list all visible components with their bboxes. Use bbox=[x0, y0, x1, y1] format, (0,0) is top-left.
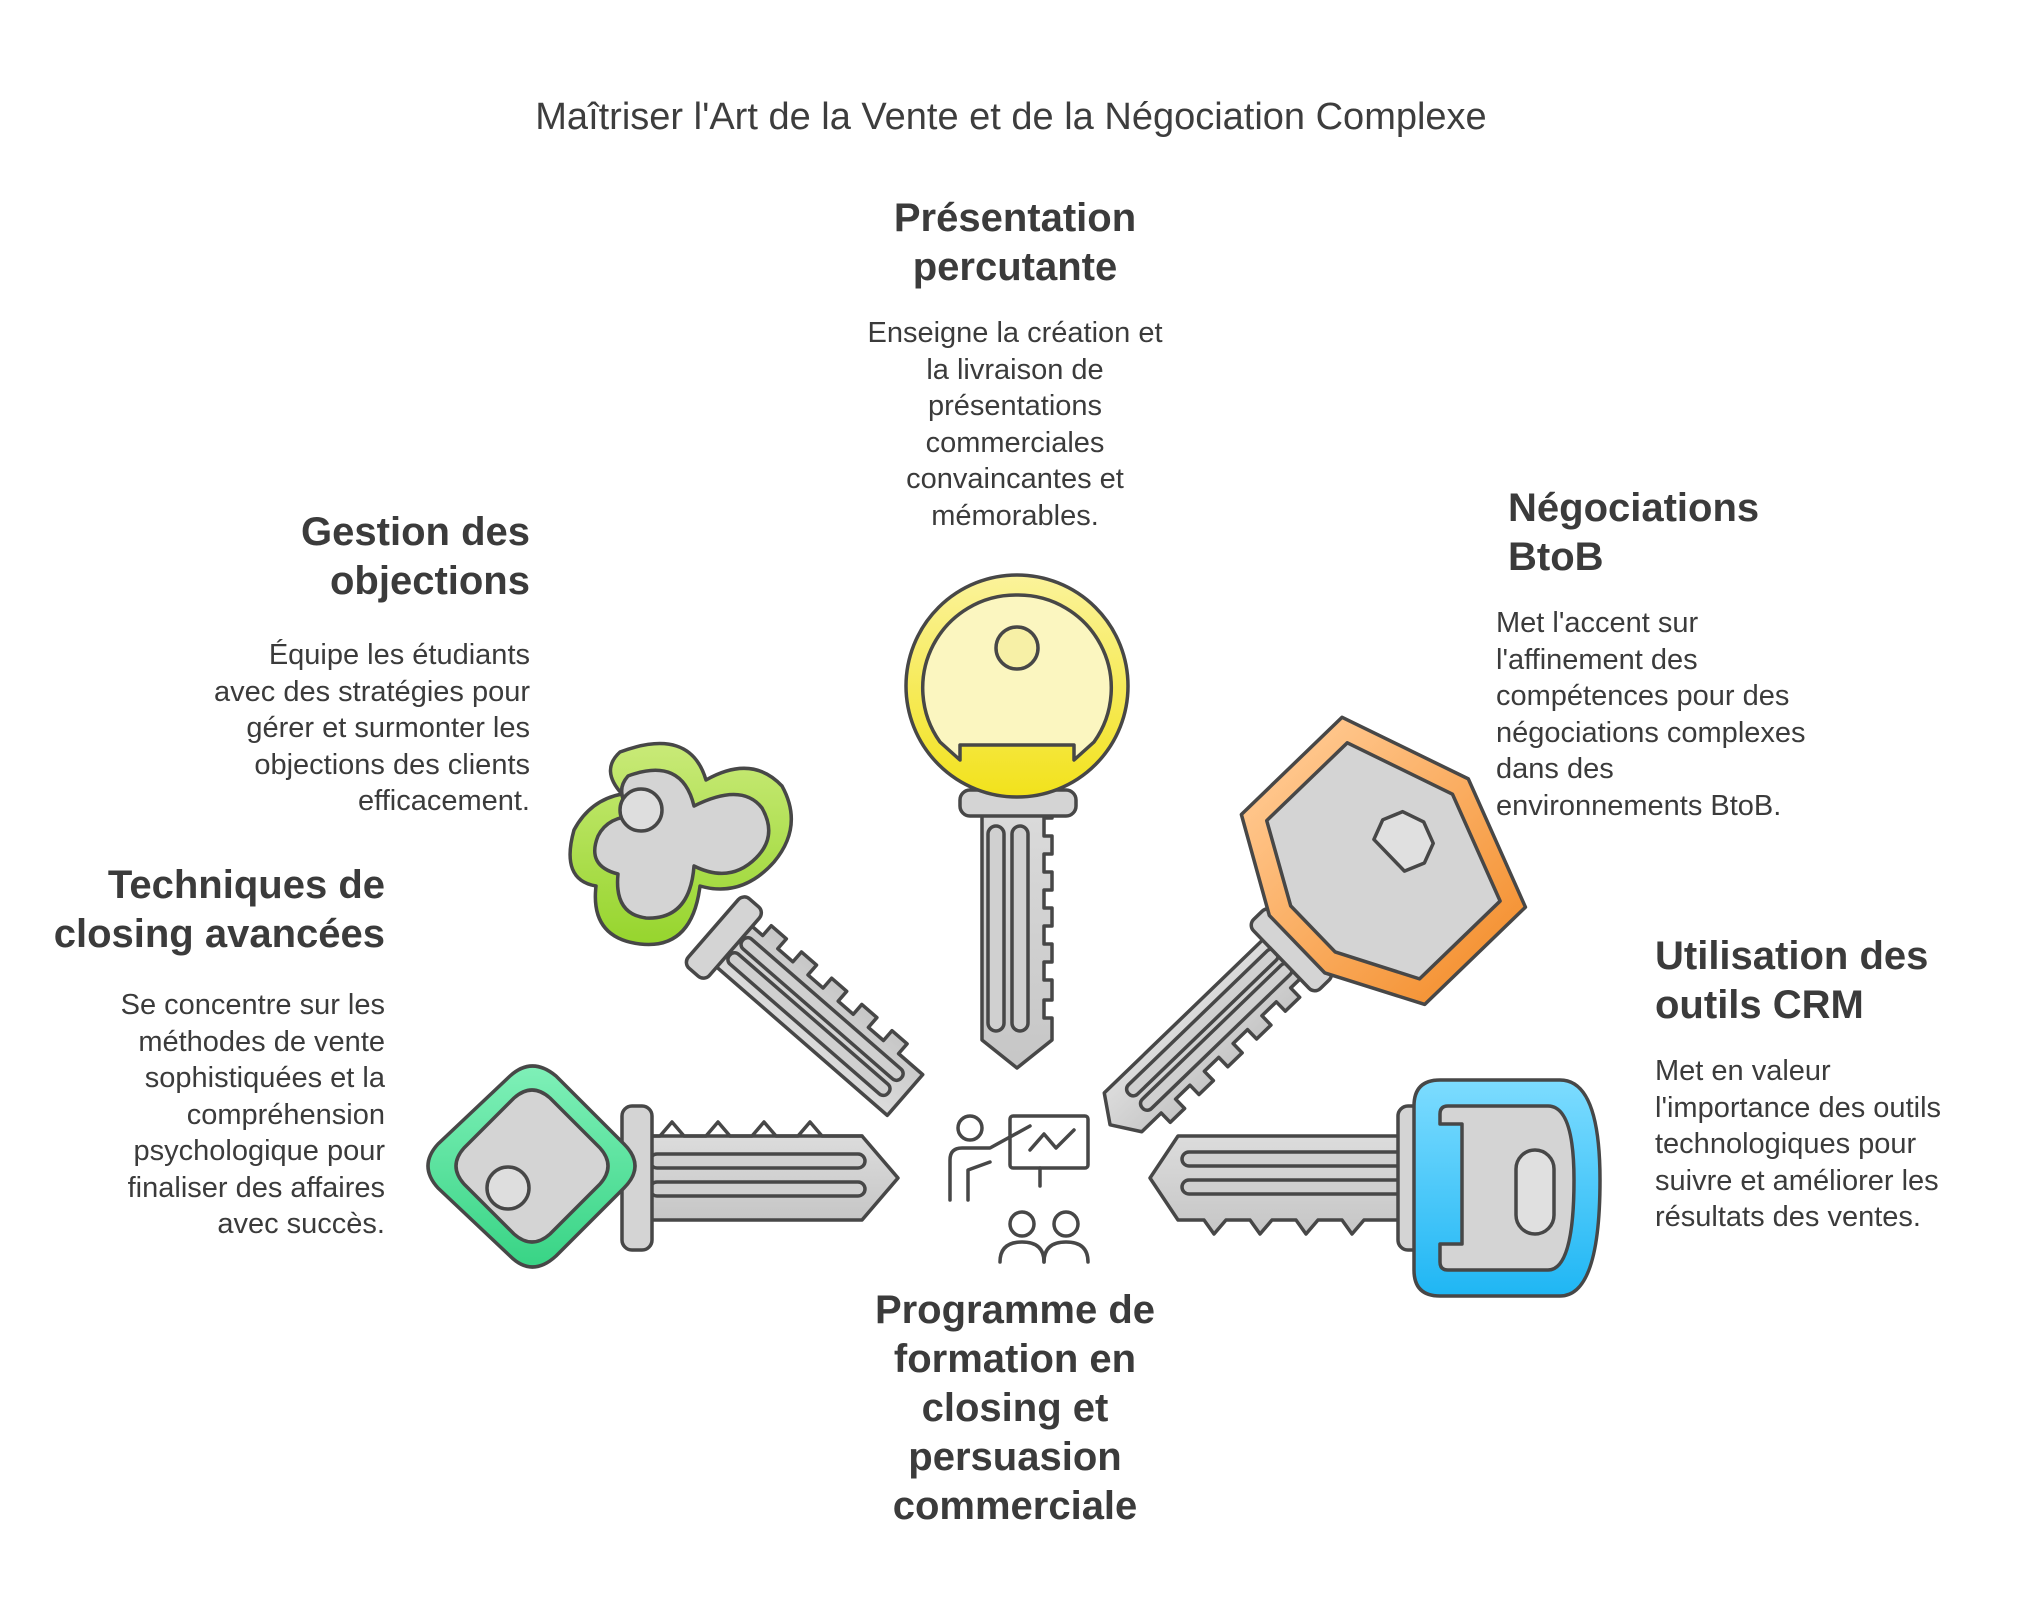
desc-line: l'importance des outils bbox=[1655, 1091, 1942, 1124]
heading-line: Utilisation des bbox=[1655, 934, 1929, 978]
desc-line: Équipe les étudiants bbox=[268, 639, 530, 671]
desc-line: environnements BtoB. bbox=[1496, 789, 1782, 822]
desc-line: technologiques pour bbox=[1655, 1128, 1917, 1160]
desc-line: l'affinement des bbox=[1496, 643, 1698, 676]
desc-line: Met en valeur bbox=[1655, 1055, 1831, 1087]
heading-line: outils CRM bbox=[1655, 983, 1864, 1027]
desc-line: suivre et améliorer les bbox=[1655, 1164, 1939, 1197]
heading-line: Techniques de bbox=[107, 863, 385, 907]
desc-line: commerciales bbox=[925, 426, 1105, 459]
heading-line: Négociations bbox=[1508, 486, 1760, 530]
desc-line: méthodes de vente bbox=[138, 1025, 385, 1058]
diagram-title: Maîtriser l'Art de la Vente et de la Nég… bbox=[535, 96, 1487, 138]
desc-line: négociations complexes bbox=[1496, 716, 1806, 749]
heading-line: closing et bbox=[921, 1386, 1109, 1430]
green-key-icon bbox=[426, 1064, 900, 1269]
heading-line: Présentation bbox=[893, 196, 1137, 240]
desc-line: avec des stratégies pour bbox=[214, 675, 530, 708]
desc-line: objections des clients bbox=[254, 748, 530, 781]
desc-line: résultats des ventes. bbox=[1655, 1201, 1921, 1233]
desc-line: gérer et surmonter les bbox=[246, 712, 530, 744]
objections-description: Équipe les étudiants avec des stratégies… bbox=[150, 637, 530, 820]
desc-line: sophistiquées et la bbox=[144, 1062, 385, 1094]
negociations-heading: Négociations BtoB bbox=[1508, 484, 1868, 582]
center-heading: Programme de formation en closing et per… bbox=[840, 1286, 1190, 1531]
heading-line: closing avancées bbox=[53, 912, 385, 956]
heading-line: Gestion des bbox=[301, 510, 530, 554]
desc-line: convaincantes et bbox=[906, 463, 1124, 495]
heading-line: BtoB bbox=[1508, 535, 1604, 579]
desc-line: la livraison de bbox=[926, 353, 1104, 386]
crm-description: Met en valeur l'importance des outils te… bbox=[1655, 1053, 2015, 1236]
objections-heading: Gestion des objections bbox=[230, 508, 530, 606]
desc-line: finaliser des affaires bbox=[127, 1171, 385, 1204]
desc-line: Met l'accent sur bbox=[1496, 607, 1699, 639]
blue-key-icon bbox=[1148, 1078, 1602, 1298]
heading-line: objections bbox=[329, 559, 530, 603]
desc-line: compétences pour des bbox=[1496, 680, 1790, 712]
heading-line: formation en bbox=[893, 1337, 1137, 1381]
desc-line: Enseigne la création et bbox=[867, 317, 1163, 349]
negociations-description: Met l'accent sur l'affinement des compét… bbox=[1496, 605, 1896, 824]
desc-line: avec succès. bbox=[217, 1208, 385, 1240]
presentation-training-icon bbox=[948, 1114, 1090, 1264]
closing-description: Se concentre sur les méthodes de vente s… bbox=[40, 987, 385, 1243]
heading-line: persuasion bbox=[908, 1435, 1122, 1479]
presentation-description: Enseigne la création et la livraison de … bbox=[840, 315, 1190, 534]
presentation-heading: Présentation percutante bbox=[860, 194, 1170, 292]
closing-heading: Techniques de closing avancées bbox=[40, 861, 385, 959]
desc-line: mémorables. bbox=[931, 499, 1099, 532]
desc-line: Se concentre sur les bbox=[120, 989, 385, 1021]
desc-line: dans des bbox=[1496, 753, 1614, 785]
desc-line: compréhension bbox=[186, 1098, 385, 1131]
desc-line: efficacement. bbox=[358, 785, 530, 817]
lime-key-icon bbox=[684, 895, 925, 1118]
orange-key-icon bbox=[1102, 715, 1528, 1134]
yellow-key-icon bbox=[904, 573, 1130, 1070]
desc-line: psychologique pour bbox=[133, 1135, 385, 1167]
heading-line: Programme de bbox=[874, 1288, 1156, 1332]
crm-heading: Utilisation des outils CRM bbox=[1655, 932, 2005, 1030]
heading-line: commerciale bbox=[892, 1484, 1138, 1528]
lime-key-head bbox=[568, 741, 794, 947]
desc-line: présentations bbox=[927, 390, 1103, 422]
heading-line: percutante bbox=[912, 245, 1118, 289]
